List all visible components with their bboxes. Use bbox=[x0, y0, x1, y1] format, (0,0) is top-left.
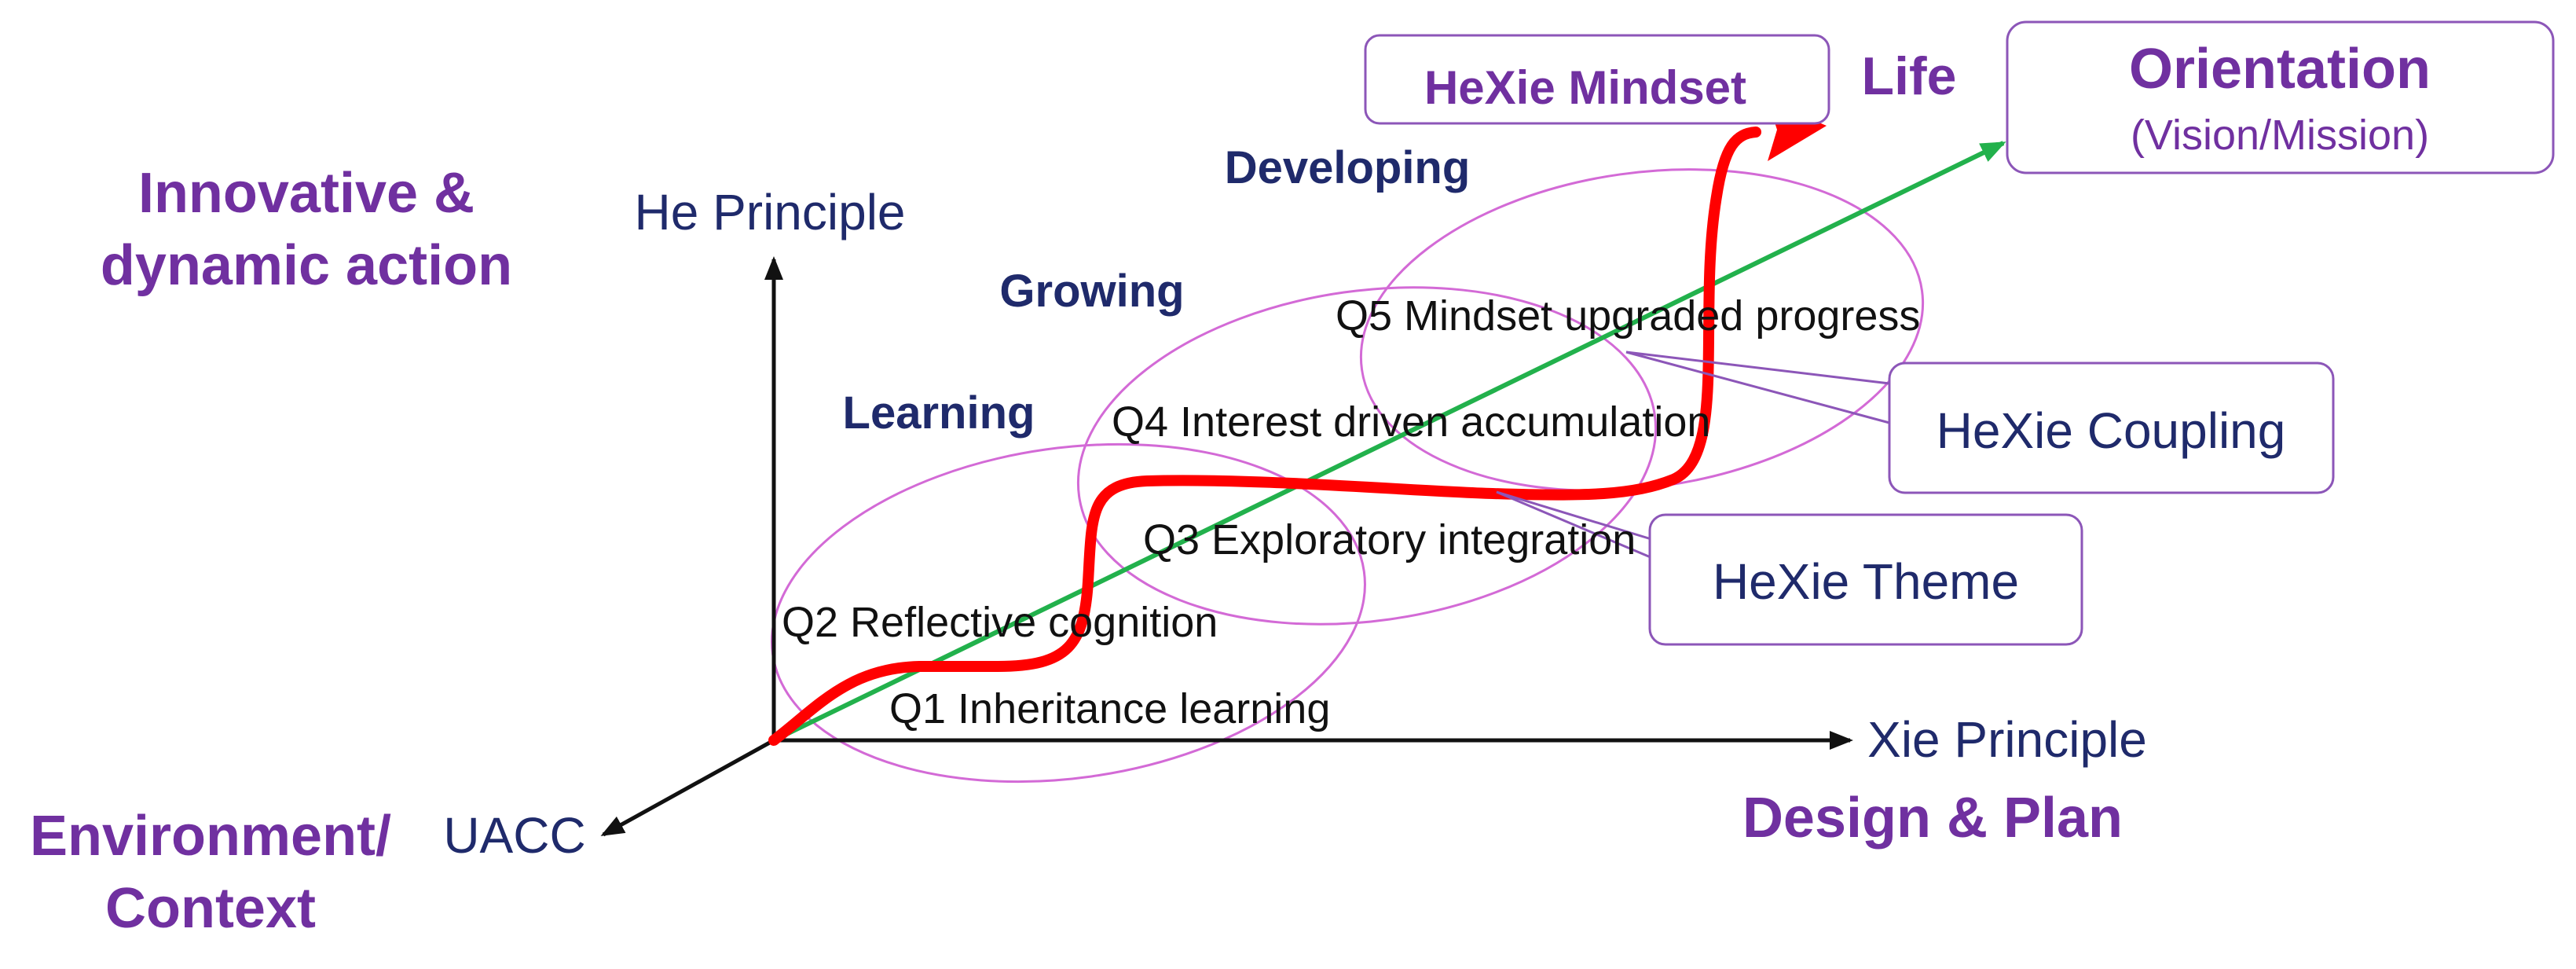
theme-box bbox=[1648, 513, 2083, 646]
life-label: Life bbox=[1862, 46, 1957, 106]
level-q3: Q3 Exploratory integration bbox=[1143, 516, 1636, 563]
callout-lines bbox=[1496, 351, 1890, 563]
theme-connector-b bbox=[1496, 490, 1662, 563]
level-q4: Q4 Interest driven accumulation bbox=[1112, 398, 1710, 446]
boxes bbox=[1364, 20, 2555, 646]
environment-label-line2: Context bbox=[105, 877, 316, 940]
z-axis-label: UACC bbox=[443, 807, 585, 864]
coupling-box-label: HeXie Coupling bbox=[1937, 402, 2286, 459]
theme-box-label: HeXie Theme bbox=[1713, 553, 2019, 610]
level-labels: Q1 Inheritance learning Q2 Reflective co… bbox=[782, 292, 1920, 732]
x-axis-label: Xie Principle bbox=[1867, 711, 2147, 768]
corner-labels: Innovative & dynamic action Environment/… bbox=[30, 46, 2123, 940]
stage-learning: Learning bbox=[843, 387, 1035, 439]
stage-labels: Learning Growing Developing bbox=[843, 142, 1471, 439]
orientation-box-subtitle: (Vision/Mission) bbox=[2131, 112, 2429, 159]
mindset-box-label: HeXie Mindset bbox=[1424, 61, 1746, 114]
axis-labels: He Principle Xie Principle UACC bbox=[443, 184, 2147, 864]
level-q2: Q2 Reflective cognition bbox=[782, 599, 1218, 646]
orientation-box bbox=[2006, 20, 2555, 174]
innovative-label-line2: dynamic action bbox=[101, 234, 512, 297]
mindset-box bbox=[1364, 34, 1830, 125]
level-q1: Q1 Inheritance learning bbox=[889, 685, 1330, 732]
design-plan-label: Design & Plan bbox=[1742, 787, 2123, 850]
growth-curve bbox=[768, 127, 1761, 746]
coupling-connector-a bbox=[1625, 351, 1890, 385]
innovative-label-line1: Innovative & bbox=[138, 162, 475, 225]
environment-label-line1: Environment/ bbox=[30, 805, 391, 868]
level-q5: Q5 Mindset upgraded progress bbox=[1336, 292, 1920, 340]
y-axis-label: He Principle bbox=[634, 184, 905, 240]
z-axis bbox=[600, 738, 775, 837]
stage-growing: Growing bbox=[999, 266, 1184, 317]
box-labels: HeXie Mindset Orientation (Vision/Missio… bbox=[1424, 38, 2431, 610]
orientation-arrow bbox=[772, 141, 2006, 743]
theme-connector-a bbox=[1496, 490, 1662, 544]
orientation-box-title: Orientation bbox=[2129, 38, 2431, 101]
axes bbox=[600, 256, 1853, 837]
coupling-connector-b bbox=[1625, 351, 1890, 424]
ellipse-q3-q4 bbox=[1076, 286, 1658, 626]
coupling-box bbox=[1888, 362, 2335, 494]
stage-developing: Developing bbox=[1225, 142, 1471, 193]
